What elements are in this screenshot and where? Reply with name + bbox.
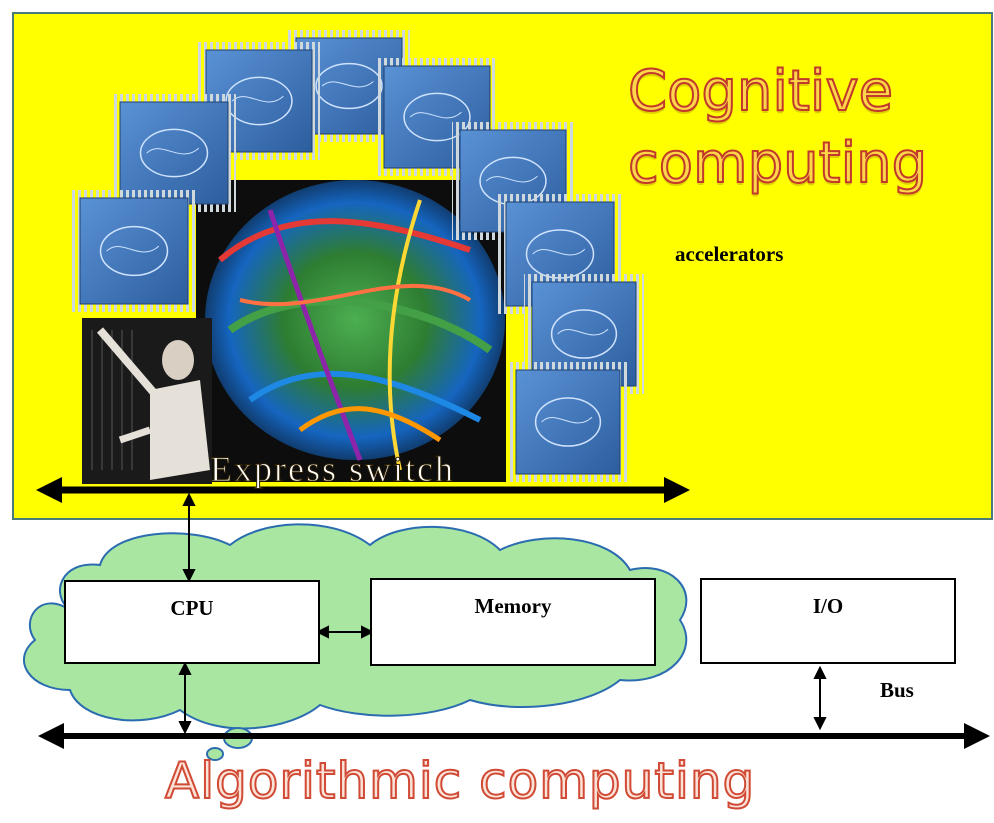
cpu-label: CPU — [170, 596, 214, 620]
memory-label: Memory — [474, 594, 552, 618]
express-switch-label: Express switch — [210, 449, 455, 490]
express-switch-bus — [36, 477, 690, 503]
cpu-express-arrow — [182, 492, 196, 583]
brain-chip-icon — [72, 190, 196, 312]
io-box: I/O — [700, 578, 956, 664]
cpu-bus-arrow — [178, 661, 192, 735]
bus-label: Bus — [880, 678, 914, 702]
vintage-photo — [82, 318, 212, 484]
cognitive-title-line1: Cognitive — [627, 59, 894, 124]
algorithmic-title: Algorithmic computing — [164, 752, 756, 810]
io-bus-arrow — [813, 665, 827, 731]
brain-chip-group — [72, 30, 644, 482]
cognitive-title-line2: computing — [627, 131, 928, 196]
memory-box: Memory — [370, 578, 656, 666]
cpu-memory-arrow — [315, 625, 375, 639]
io-label: I/O — [812, 594, 844, 618]
cpu-box: CPU — [64, 580, 320, 664]
system-bus — [38, 723, 990, 749]
brain-chip-icon — [508, 362, 628, 482]
accelerators-label: accelerators — [675, 242, 784, 266]
